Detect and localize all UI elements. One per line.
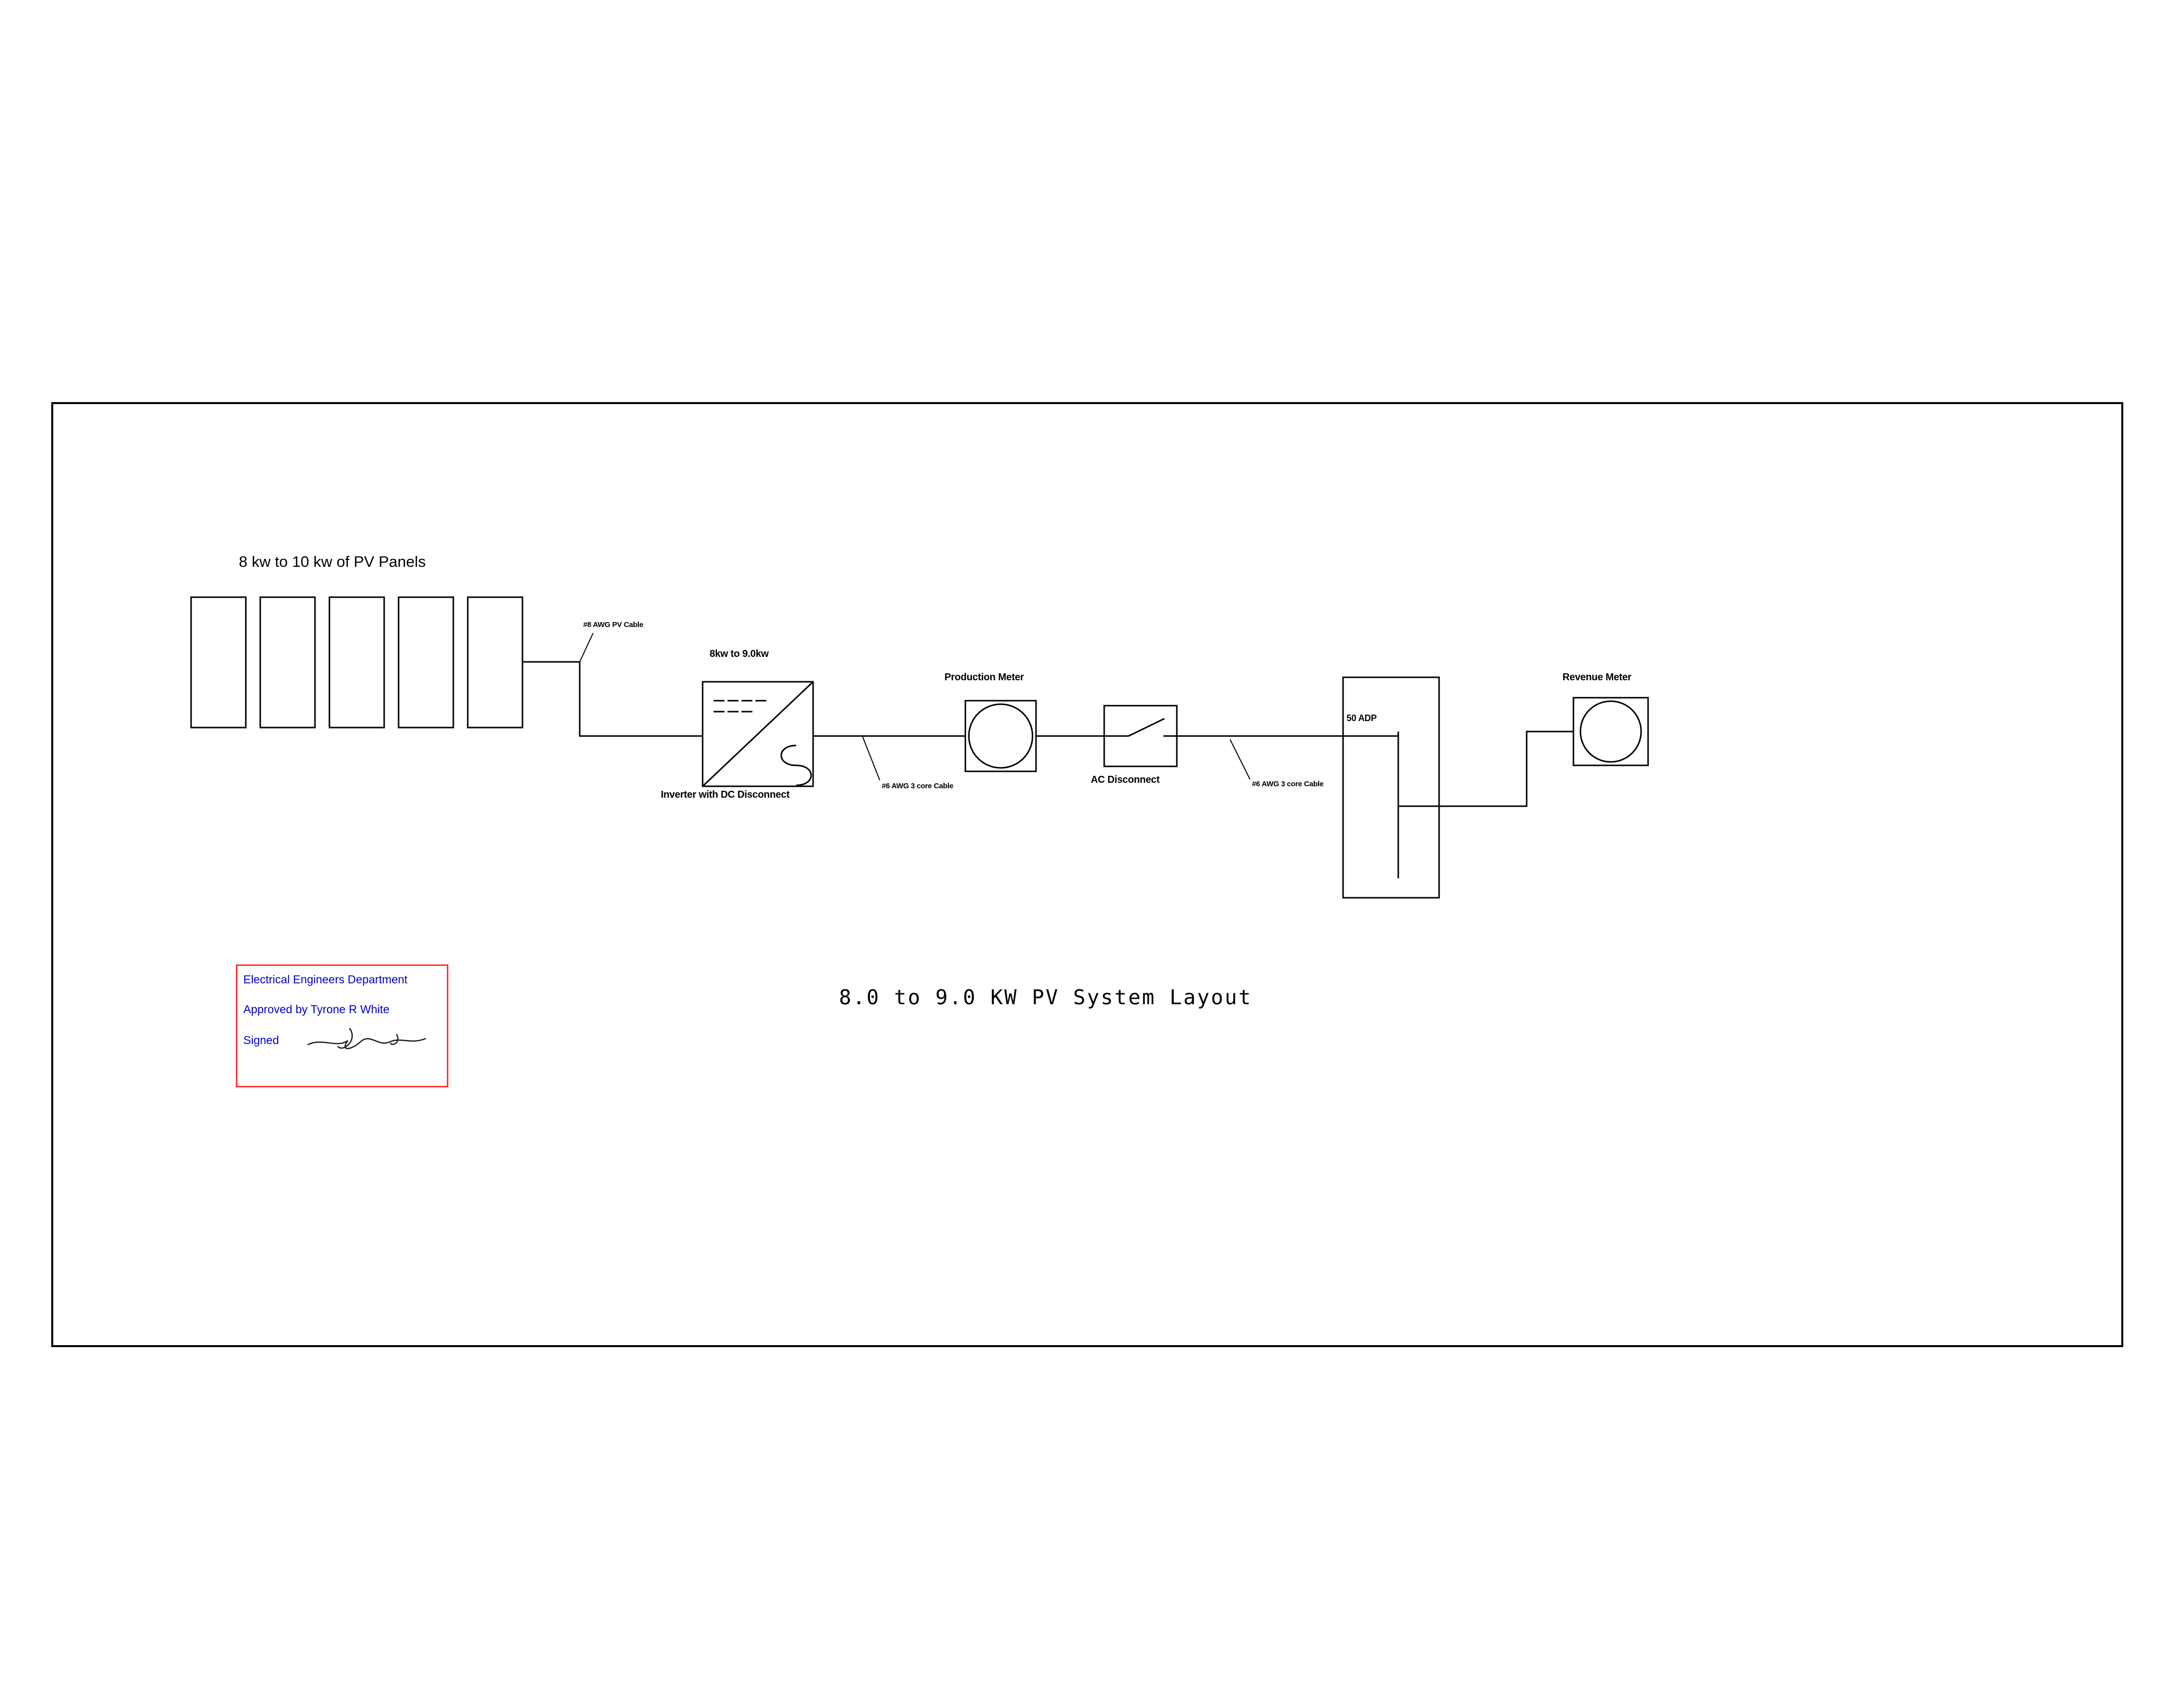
ac-disconnect-symbol (1103, 705, 1178, 767)
inverter-label: Inverter with DC Disconnect (661, 789, 790, 800)
pv-cable-label: #8 AWG PV Cable (583, 621, 643, 629)
production-meter-symbol (964, 700, 1037, 772)
ac-wire-3-leader (1230, 739, 1250, 780)
inverter-box (702, 681, 814, 787)
approval-box: Electrical Engineers Department Approved… (236, 964, 448, 1087)
pv-array-label: 8 kw to 10 kw of PV Panels (239, 553, 426, 570)
ac-wire-4 (1398, 731, 1573, 807)
ac-cable-label-1: #6 AWG 3 core Cable (882, 782, 953, 790)
pv-panel (328, 596, 385, 729)
dc-wire-leader (579, 633, 594, 662)
ac-cable-label-2: #6 AWG 3 core Cable (1252, 780, 1324, 788)
pv-panel (467, 596, 523, 729)
revenue-meter-symbol (1572, 697, 1649, 766)
breaker-rating-label: 50 ADP (1347, 713, 1377, 723)
pv-panel (190, 596, 247, 729)
pv-panel (259, 596, 316, 729)
inverter-rating-label: 8kw to 9.0kw (710, 648, 769, 659)
ac-sine-symbol (780, 744, 812, 786)
approval-department: Electrical Engineers Department (243, 973, 408, 986)
dc-symbol (714, 700, 766, 713)
dc-wire (522, 661, 703, 737)
pv-panel (398, 596, 454, 729)
inverter-diagonal (702, 681, 814, 787)
drawing-border (51, 402, 2123, 1347)
ac-wire-1-leader (862, 736, 880, 781)
approval-signed-label: Signed (243, 1034, 279, 1047)
inverter-symbol (702, 681, 814, 787)
production-meter-label: Production Meter (944, 672, 1024, 683)
breaker-panel-symbol (1342, 676, 1440, 899)
ac-disconnect-label: AC Disconnect (1091, 774, 1160, 785)
diagram-title: 8.0 to 9.0 KW PV System Layout (839, 985, 1252, 1009)
pv-panel-array (190, 596, 523, 729)
approval-approved-by: Approved by Tyrone R White (243, 1003, 390, 1016)
revenue-meter-label: Revenue Meter (1562, 672, 1632, 683)
signature-scribble (307, 1028, 426, 1050)
